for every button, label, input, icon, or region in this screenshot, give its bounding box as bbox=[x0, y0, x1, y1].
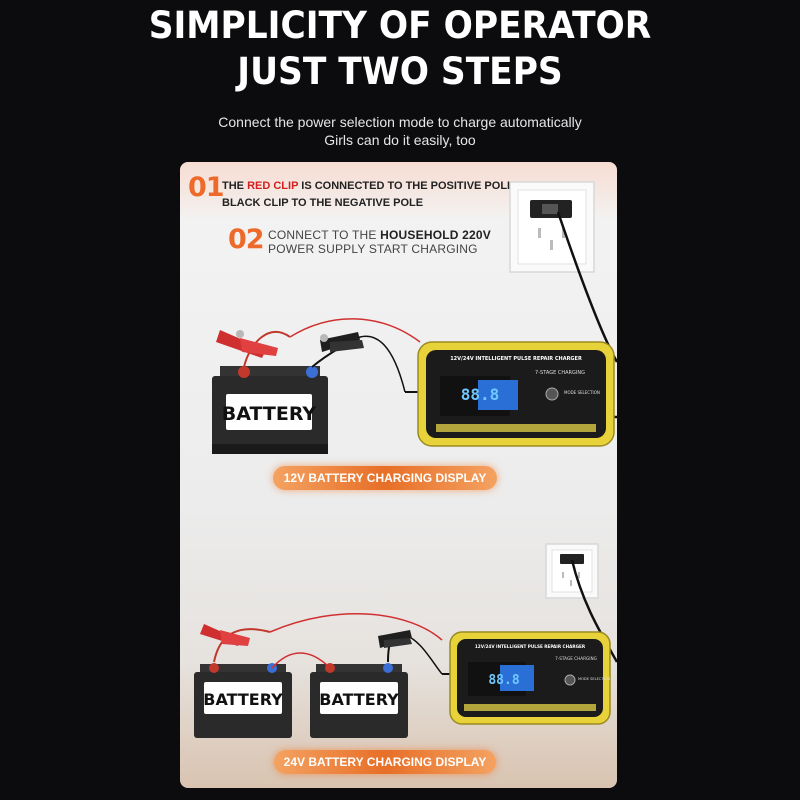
step-1-suffix: IS CONNECTED TO THE POSITIVE POLE bbox=[301, 180, 515, 192]
charger-24v bbox=[449, 631, 611, 725]
wall-socket-icon bbox=[509, 181, 595, 273]
wall-socket-icon bbox=[545, 543, 599, 599]
battery-12v-label: BATTERY bbox=[222, 403, 317, 425]
illustration: BATTERY 12V/24V INTELLIGENT PULSE REPAIR… bbox=[194, 181, 617, 738]
badge-12v-display: 12V BATTERY CHARGING DISPLAY bbox=[273, 466, 497, 490]
battery-24v-left-label: BATTERY bbox=[203, 690, 283, 709]
step-2-prefix: CONNECT TO THE bbox=[268, 228, 377, 242]
charger-24v-stage: 7-STAGE CHARGING bbox=[555, 656, 597, 661]
step-2-number: 02 bbox=[228, 224, 265, 255]
charger-12v bbox=[417, 341, 615, 447]
step-1-number: 01 bbox=[188, 172, 225, 203]
step-1-text: THE RED CLIP IS CONNECTED TO THE POSITIV… bbox=[222, 178, 514, 212]
black-clip-icon bbox=[320, 332, 364, 352]
step-2-text: CONNECT TO THE HOUSEHOLD 220V POWER SUPP… bbox=[268, 228, 491, 256]
step-1-highlight: RED CLIP bbox=[247, 180, 299, 192]
subtitle-line-2: Girls can do it easily, too bbox=[324, 132, 476, 148]
step-2-line-2: POWER SUPPLY START CHARGING bbox=[268, 242, 478, 256]
red-clip-icon bbox=[216, 330, 278, 358]
charger-24v-display: 88.8 bbox=[488, 673, 519, 688]
black-clip-icon bbox=[378, 630, 412, 648]
battery-24v-right bbox=[310, 663, 408, 738]
headline-line-2: JUST TWO STEPS bbox=[237, 50, 563, 93]
battery-24v-right-label: BATTERY bbox=[319, 690, 399, 709]
subtitle-line-1: Connect the power selection mode to char… bbox=[218, 114, 582, 130]
step-2-bold: HOUSEHOLD 220V bbox=[380, 228, 491, 242]
battery-12v bbox=[212, 366, 328, 454]
step-1-prefix: THE bbox=[222, 180, 244, 192]
charger-12v-label: 12V/24V INTELLIGENT PULSE REPAIR CHARGER bbox=[450, 356, 582, 362]
red-clip-icon bbox=[200, 624, 250, 646]
charger-24v-label: 12V/24V INTELLIGENT PULSE REPAIR CHARGER bbox=[475, 644, 586, 649]
charger-24v-mode: MODE SELECTION bbox=[578, 677, 611, 681]
charger-12v-mode: MODE SELECTION bbox=[564, 390, 600, 395]
charger-12v-stage: 7-STAGE CHARGING bbox=[535, 370, 585, 376]
badge-24v-display: 24V BATTERY CHARGING DISPLAY bbox=[274, 750, 496, 774]
instruction-panel: 01 THE RED CLIP IS CONNECTED TO THE POSI… bbox=[180, 162, 617, 788]
step-1-line-2: BLACK CLIP TO THE NEGATIVE POLE bbox=[222, 197, 424, 209]
battery-24v-left bbox=[194, 663, 292, 738]
headline-line-1: SIMPLICITY OF OPERATOR bbox=[148, 4, 652, 47]
charger-12v-display: 88.8 bbox=[461, 385, 500, 404]
